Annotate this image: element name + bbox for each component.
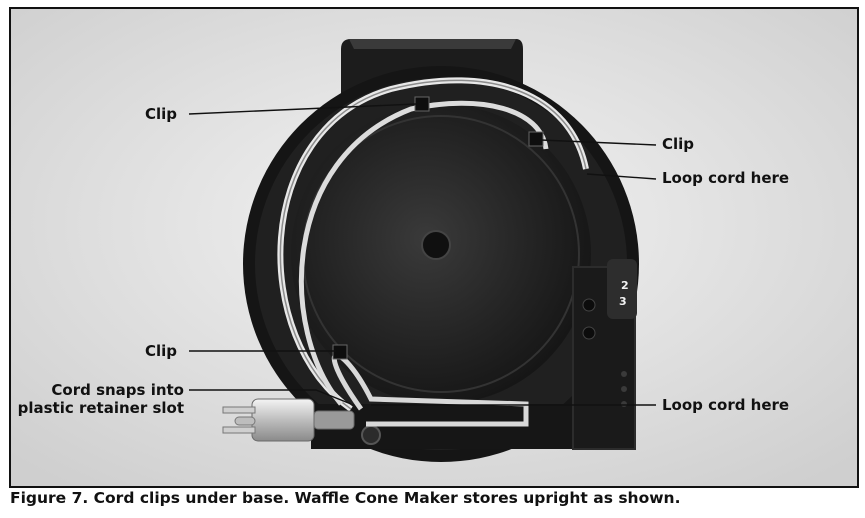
callout-clip-lower-left: Clip xyxy=(145,342,178,360)
plug-prong-lower xyxy=(222,426,256,434)
callout-clip-top-right: Clip xyxy=(662,135,695,153)
dial-mark-2: 2 xyxy=(621,279,629,292)
center-knob xyxy=(421,230,451,260)
plug-prong-upper xyxy=(222,406,256,414)
leader-lines xyxy=(188,103,657,406)
plug-ground-pin xyxy=(234,416,256,426)
callout-clip-top-left: Clip xyxy=(145,105,178,123)
waffle-cone-maker-base-photo: 2 3 xyxy=(11,9,857,486)
clip-lower xyxy=(332,344,348,360)
screw-left xyxy=(361,425,381,445)
temperature-dial xyxy=(607,259,637,319)
callout-loop-cord-lower: Loop cord here xyxy=(662,396,790,414)
clip-top xyxy=(414,96,430,112)
dial-mark-3: 3 xyxy=(619,295,627,308)
product-photo: 2 3 xyxy=(9,7,859,488)
callout-loop-cord-upper: Loop cord here xyxy=(662,169,790,187)
cord-inner-loop xyxy=(299,100,549,406)
callout-cord-snaps: Cord snaps into plastic retainer slot xyxy=(17,381,184,417)
clip-right xyxy=(528,131,544,147)
figure-caption: Figure 7. Cord clips under base. Waffle … xyxy=(10,489,681,507)
power-plug xyxy=(251,398,315,442)
